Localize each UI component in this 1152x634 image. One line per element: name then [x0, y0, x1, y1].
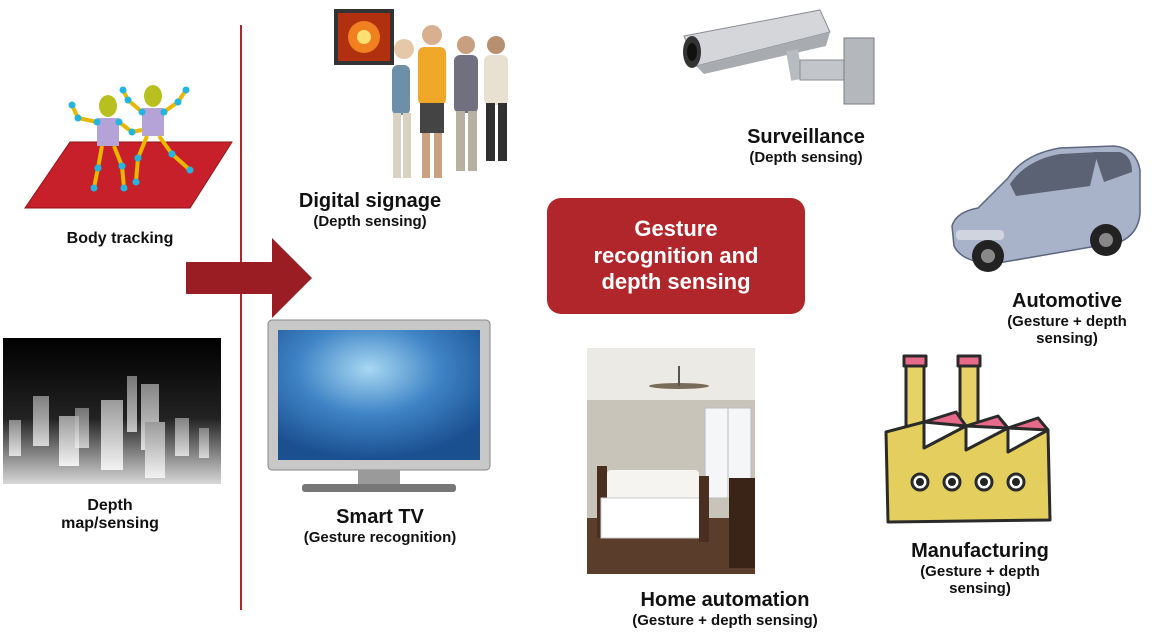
manufacturing-subtitle-line2: sensing)	[949, 580, 1011, 598]
automotive-subtitle-line2: sensing)	[1036, 330, 1098, 348]
automotive-subtitle-line1: (Gesture + depth	[1007, 313, 1127, 330]
factory-icon	[878, 352, 1056, 530]
surveillance-camera-icon	[680, 2, 880, 110]
flow-arrow	[186, 238, 314, 318]
body-tracking-figures-icon	[20, 80, 240, 210]
depth-map-image	[3, 338, 221, 484]
depth-map-label-line1: Depth	[87, 497, 133, 514]
digital-signage-label: Digital signage (Depth sensing)	[270, 190, 470, 230]
smart-tv-subtitle: (Gesture recognition)	[303, 529, 457, 546]
automotive-title: Automotive	[1012, 290, 1122, 312]
vertical-divider	[240, 25, 242, 610]
home-automation-subtitle: (Gesture + depth sensing)	[632, 612, 818, 629]
depth-map-label-line2: map/sensing	[61, 515, 159, 533]
digital-signage-photo	[330, 5, 520, 190]
car-icon	[944, 138, 1142, 283]
surveillance-subtitle: (Depth sensing)	[749, 149, 863, 166]
home-automation-label: Home automation (Gesture + depth sensing…	[596, 589, 854, 629]
smart-tv-title: Smart TV	[336, 506, 424, 528]
center-concept-label: Gesture recognition and depth sensing	[593, 215, 759, 295]
depth-map-label: Depth map/sensing	[30, 497, 190, 534]
smart-tv-label: Smart TV (Gesture recognition)	[270, 506, 490, 546]
manufacturing-title: Manufacturing	[911, 540, 1049, 562]
digital-signage-title: Digital signage	[298, 190, 442, 212]
manufacturing-label: Manufacturing (Gesture + depth sensing)	[888, 540, 1072, 598]
home-automation-title: Home automation	[640, 589, 810, 611]
surveillance-label: Surveillance (Depth sensing)	[706, 126, 906, 166]
surveillance-title: Surveillance	[747, 126, 865, 148]
center-concept-box: Gesture recognition and depth sensing	[547, 198, 805, 314]
body-tracking-label: Body tracking	[66, 230, 174, 247]
digital-signage-subtitle: (Depth sensing)	[313, 213, 427, 230]
bedroom-photo	[587, 348, 755, 574]
manufacturing-subtitle-line1: (Gesture + depth	[920, 563, 1040, 580]
smart-tv-icon	[266, 318, 492, 498]
automotive-label: Automotive (Gesture + depth sensing)	[978, 290, 1152, 348]
